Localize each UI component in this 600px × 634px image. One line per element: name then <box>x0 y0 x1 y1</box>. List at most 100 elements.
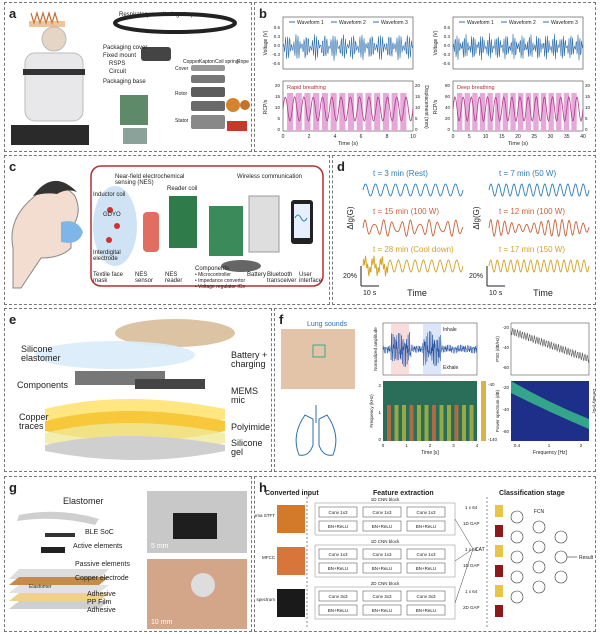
b-xtick: 0 <box>452 134 455 140</box>
b-ytick-br: 20 <box>585 83 591 88</box>
b-legend-label: Waveform 2 <box>339 20 366 26</box>
f-torso-photo <box>281 329 355 389</box>
h-conv-box <box>406 590 446 602</box>
h-input-label: Mel spectrum <box>255 597 275 602</box>
b-xtick: 0 <box>282 134 285 140</box>
label-lung-sounds: Lung sounds <box>307 321 348 328</box>
panel-d-label: d <box>337 159 345 174</box>
h-result-label: Result <box>579 555 594 561</box>
label-silicone-gel: Silicone gel <box>231 438 263 457</box>
b-ytick-bl: 60 <box>445 94 451 99</box>
header-feature-extraction: Feature extraction <box>373 490 434 497</box>
label-user-interface: User interface <box>299 272 323 284</box>
h-cnn-block-title: 1D CNN block <box>371 539 400 544</box>
d-trace-label: t = 28 min (Cool down) <box>373 245 454 254</box>
h-bn-box <box>406 604 446 616</box>
h-fcn-node <box>510 570 524 584</box>
h-fcn-node <box>554 570 568 584</box>
b-rcp-bar <box>571 93 577 131</box>
label-adhesive-1: Adhesive <box>87 591 116 598</box>
label-battery-charging: Battery + charging <box>231 350 268 369</box>
panel-c: c Near-field electrochemical sensing (NE… <box>4 155 330 305</box>
f-freq-xtick: 0.4 <box>514 443 521 448</box>
h-concat-arrow <box>454 518 474 550</box>
label-textile-mask: Textile face mask <box>93 272 124 284</box>
f-psd-ytick: -60 <box>502 365 509 370</box>
b-xtick: 15 <box>499 134 505 140</box>
f-spec-xtick: 2 <box>429 443 432 448</box>
panel-e: e Silicone elastomer Components Copper t… <box>4 308 272 472</box>
h-conv-box <box>362 506 402 518</box>
b-ytick-top: 0.0 <box>274 43 281 48</box>
d-scale-y-label: 20% <box>469 273 483 280</box>
b-ylabel-br: Displacement (mm) <box>593 85 595 129</box>
h-conv-label: Conv 1x3 <box>372 552 392 557</box>
h-fcn-label: FCN <box>534 509 545 515</box>
f-sensor-box <box>312 344 326 358</box>
f-spec-ytick: 2 <box>378 383 381 388</box>
b-rcp-bar <box>502 93 509 131</box>
label-ble-soc: BLE SoC <box>85 529 114 536</box>
b-ytick-top: -0.6 <box>272 61 280 66</box>
b-displacement-line-0 <box>282 96 414 122</box>
b-ytick-top: 0.3 <box>444 34 451 39</box>
b-ylabel-bl: RCP/s <box>263 99 269 114</box>
h-bn-box <box>318 604 358 616</box>
b-rcp-bar <box>295 93 302 131</box>
f-spec-xlabel: Time [s] <box>421 450 439 456</box>
b-rcp-bar <box>556 93 562 131</box>
b-xtick: 6 <box>360 134 363 140</box>
h-bn-box <box>318 562 358 574</box>
f-spec-xtick: 0 <box>382 443 385 448</box>
h-fcn-node <box>532 560 546 574</box>
b-rcp-bar <box>525 93 531 131</box>
b-ylabel-br: Displacement (mm) <box>423 85 429 129</box>
label-nes-reader: NES reader <box>165 272 183 284</box>
b-ytick-bl: 5 <box>277 116 280 121</box>
panel-b-label: b <box>259 6 267 21</box>
h-bn-label: BN+ReLU <box>328 566 348 571</box>
label-straps: Respiratory monitoring straps <box>119 12 198 18</box>
f-psd-ylabel: PSD (dB/Hz) <box>495 336 500 362</box>
b-top-frame-0 <box>282 16 414 70</box>
b-ytick-br: 0 <box>415 127 418 132</box>
legend-coil-spring: Coil spring <box>215 59 239 65</box>
b-ytick-bl: 80 <box>445 83 451 88</box>
h-fcn-node <box>532 540 546 554</box>
b-rcp-bar <box>287 93 294 131</box>
b-top-frame-1 <box>452 16 584 70</box>
h-bn-box <box>362 604 402 616</box>
label-active-elements: Active elements <box>73 543 123 550</box>
h-gap-label: 2D GAP <box>463 605 480 610</box>
label-adhesive-2: Adhesive <box>87 607 116 614</box>
b-ylabel-bl: RCP/s <box>433 99 439 114</box>
b-ytick-top: 0.3 <box>274 34 281 39</box>
b-rcp-bar <box>391 93 398 131</box>
f-power-ylabel: Power spectrum (dB) <box>495 389 500 432</box>
b-ylabel-top: Voltage (V) <box>433 30 439 55</box>
smart-mask-illustration <box>11 165 324 289</box>
b-rcp-bar <box>548 93 554 131</box>
label-passive-elements: Passive elements <box>75 561 130 568</box>
label-nes-sensor: NES sensor <box>135 272 154 284</box>
d-trace-line <box>488 183 590 197</box>
h-bn-box <box>406 520 446 532</box>
b-rcp-bar <box>356 93 363 131</box>
f-spec-xtick: 4 <box>476 443 479 448</box>
panel-f-label: f <box>279 312 284 327</box>
h-bn-label: BN+ReLU <box>372 608 392 613</box>
panel-h-label: h <box>259 480 267 495</box>
f-psd-line <box>510 327 590 363</box>
f-spectrogram-band <box>447 405 451 441</box>
b-ytick-br: 15 <box>415 94 421 99</box>
f-freq-xlabel: Frequency [Hz] <box>533 450 568 456</box>
h-conv-label: Conv 1x3 <box>416 552 436 557</box>
scale-bar-10mm: 10 mm <box>151 619 173 626</box>
h-feature-vector-cell <box>495 605 503 617</box>
f-spectrogram <box>383 381 477 441</box>
b-ytick-top: -0.6 <box>442 61 450 66</box>
f-spec-xtick: 1 <box>405 443 408 448</box>
